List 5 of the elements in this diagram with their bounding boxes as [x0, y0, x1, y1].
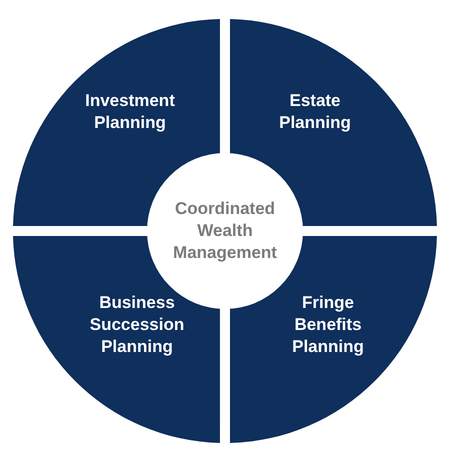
segment-label: Estate Planning [278, 90, 352, 134]
segment-label: Fringe Benefits Planning [291, 292, 365, 358]
segment-label: Investment Planning [84, 90, 176, 134]
segment-label: Business Succession Planning [88, 292, 186, 358]
center-label: Coordinated Wealth Management [172, 198, 278, 264]
